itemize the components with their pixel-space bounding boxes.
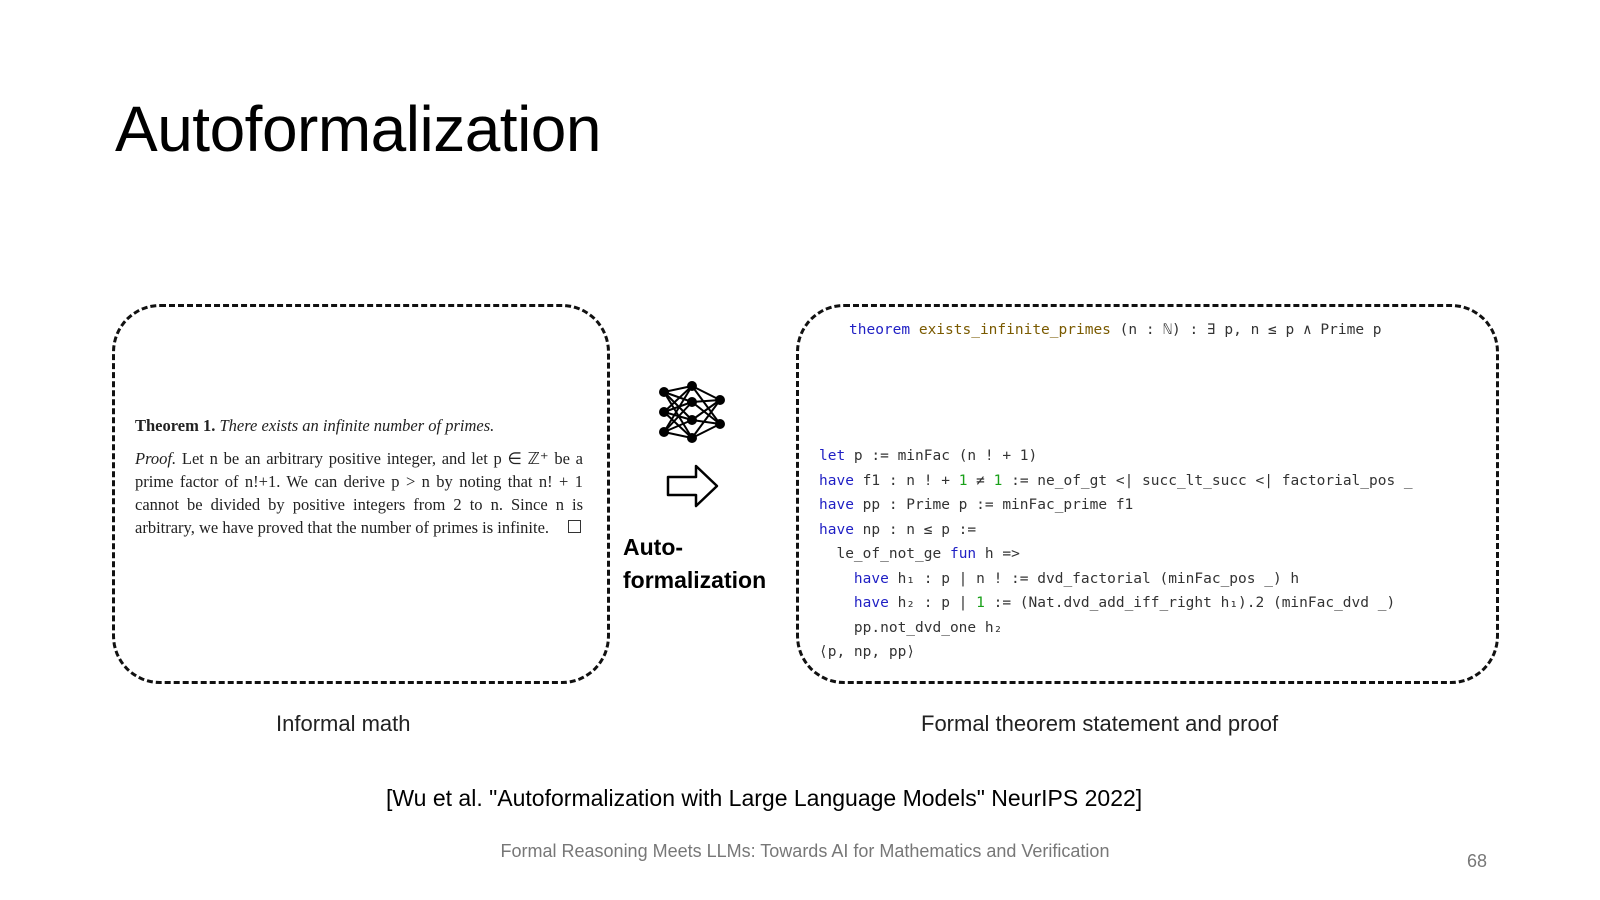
theorem-statement: There exists an infinite number of prime…	[219, 416, 495, 435]
theorem-line: Theorem 1. There exists an infinite numb…	[135, 414, 583, 437]
autoformalization-label: Auto- formalization	[623, 531, 766, 597]
neural-network-icon	[659, 381, 725, 443]
slide-title: Autoformalization	[115, 93, 601, 165]
formal-proof-caption: Formal theorem statement and proof	[921, 711, 1279, 736]
theorem-label: Theorem 1.	[135, 416, 216, 435]
code-line: have h₁ : p ∣ n ! := dvd_factorial (minF…	[853, 570, 1300, 587]
code-line: have h₂ : p ∣ 1 := (Nat.dvd_add_iff_righ…	[853, 595, 1396, 611]
proof-paragraph: Proof. Let n be an arbitrary positive in…	[135, 447, 583, 539]
formal-proof-code: let p := minFac (n ! + 1) have f1 : n ! +…	[819, 444, 1413, 665]
code-line: have np : n ≤ p :=	[819, 521, 977, 538]
code-line: le_of_not_ge fun h =>	[836, 546, 1020, 562]
qed-square-icon	[568, 520, 581, 533]
code-line: have f1 : n ! + 1 ≠ 1 := ne_of_gt <| suc…	[819, 472, 1413, 489]
formal-proof-box	[796, 304, 1499, 684]
informal-math-caption: Informal math	[276, 711, 411, 736]
citation: [Wu et al. "Autoformalization with Large…	[386, 785, 1143, 811]
informal-math-content: Theorem 1. There exists an infinite numb…	[135, 414, 583, 539]
code-line: ⟨p, np, pp⟩	[819, 644, 916, 660]
slide-footer: Formal Reasoning Meets LLMs: Towards AI …	[500, 841, 1110, 861]
code-line: pp.not_dvd_one h₂	[853, 619, 1003, 636]
right-arrow-icon	[666, 464, 719, 508]
code-line: let p := minFac (n ! + 1)	[819, 448, 1038, 464]
informal-math-box	[112, 304, 610, 684]
code-line: have pp : Prime p := minFac_prime f1	[819, 497, 1134, 513]
page-number: 68	[1467, 851, 1488, 871]
proof-text: Let n be an arbitrary positive integer, …	[135, 449, 583, 537]
formal-theorem-statement: theorem exists_infinite_primes (n : ℕ) :…	[849, 322, 1382, 338]
autoformalization-label-line1: Auto-	[623, 534, 684, 560]
proof-label: Proof.	[135, 449, 177, 468]
autoformalization-label-line2: formalization	[623, 567, 767, 593]
